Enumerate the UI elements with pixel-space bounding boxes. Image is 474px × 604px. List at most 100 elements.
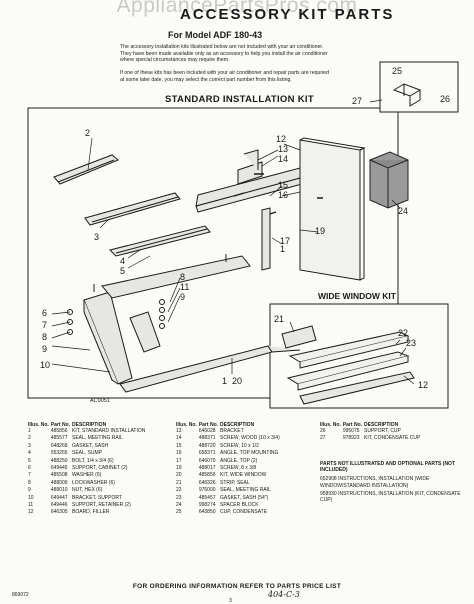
part-number: 485856 bbox=[50, 428, 68, 434]
part-number: 978923 bbox=[342, 435, 360, 442]
part-number: 646070 bbox=[198, 457, 216, 464]
model-subtitle: For Model ADF 180-43 bbox=[168, 30, 263, 40]
callout-4: 4 bbox=[120, 256, 126, 266]
illus-number: 1 bbox=[28, 428, 31, 434]
callout-1b: 1 bbox=[222, 376, 228, 386]
part-description: SUPPORT, RETAINER (2) bbox=[72, 502, 131, 509]
callout-2: 2 bbox=[85, 128, 91, 138]
part-description: SPACER BLOCK bbox=[220, 502, 259, 509]
table-row: 1 485856 KIT, STANDARD INSTALLATION bbox=[28, 428, 148, 435]
part-description: SEAL, MEETING RAIL bbox=[72, 435, 123, 442]
table-row: 14 488371 SCREW, WOOD (10 x 3/4) bbox=[176, 435, 283, 442]
illus-number: 25 bbox=[176, 509, 182, 516]
illus-number: 16 bbox=[176, 450, 182, 457]
callout-9: 9 bbox=[180, 292, 186, 302]
part-number: 485577 bbox=[50, 435, 68, 442]
part-description: KIT, CONDENSATE CUP bbox=[364, 435, 421, 442]
part-description: INSTRUCTIONS, INSTALLATION (WIDE WINDOW/… bbox=[320, 476, 430, 489]
part-number: 646028 bbox=[198, 428, 216, 434]
part-description: STRIP, SEAL bbox=[220, 479, 250, 486]
callout-20: 20 bbox=[232, 376, 243, 386]
wide-meeting-rail bbox=[288, 331, 410, 369]
callout-17: 17 bbox=[280, 236, 291, 246]
optional-parts-heading: PARTS NOT ILLUSTRATED AND OPTIONAL PARTS… bbox=[320, 461, 455, 474]
illus-number: 27 bbox=[320, 435, 326, 442]
col-header-part: Part No. bbox=[342, 422, 363, 428]
vertical-angle bbox=[261, 207, 271, 271]
illus-number: 14 bbox=[176, 435, 182, 442]
part-number: 649445 bbox=[50, 465, 68, 472]
part-number: 488720 bbox=[198, 442, 216, 449]
seal-strip bbox=[281, 325, 317, 349]
part-number: 485457 bbox=[198, 494, 216, 501]
callout-10: 10 bbox=[40, 360, 51, 370]
part-description: SEAL, SUMP bbox=[72, 450, 103, 457]
parts-diagram bbox=[27, 61, 459, 409]
part-description: SCREW, WOOD (10 x 3/4) bbox=[220, 435, 280, 442]
part-number: 488371 bbox=[198, 435, 216, 442]
col-header-illus: Illus. No. bbox=[28, 422, 49, 428]
illus-number: 22 bbox=[176, 487, 182, 494]
optional-parts-notes: PARTS NOT ILLUSTRATED AND OPTIONAL PARTS… bbox=[320, 461, 470, 503]
illus-number: 12 bbox=[28, 509, 34, 516]
callout-12b: 12 bbox=[418, 380, 429, 390]
callout-11: 11 bbox=[180, 282, 190, 292]
part-number: 646305 bbox=[50, 509, 68, 516]
callout-13: 13 bbox=[278, 144, 289, 154]
document-number: 869072 bbox=[12, 592, 29, 598]
table-row: 27 978923 KIT, CONDENSATE CUP bbox=[320, 435, 423, 442]
callout-9b: 9 bbox=[42, 344, 48, 354]
part-number: 995075 bbox=[342, 428, 360, 434]
part-description: GASKET, SASH bbox=[72, 442, 109, 449]
drawing-code: AC9051 bbox=[90, 398, 110, 404]
condensate-cup-illustration bbox=[379, 61, 459, 113]
part-description: SUPPORT, CABINET (2) bbox=[72, 465, 128, 472]
illus-number: 4 bbox=[28, 450, 31, 457]
intro-paragraph: The accessory installation kits illustra… bbox=[120, 44, 328, 64]
part-number: 488009 bbox=[50, 479, 68, 486]
part-description: SCREW, 8 x 3/8 bbox=[220, 465, 257, 472]
part-description: CUP, CONDENSATE bbox=[220, 509, 268, 516]
part-number: 553265 bbox=[50, 450, 68, 457]
part-description: KIT, STANDARD INSTALLATION bbox=[72, 428, 146, 434]
part-number: 643850 bbox=[198, 509, 216, 516]
illus-number: 10 bbox=[28, 494, 34, 501]
part-description: SUPPORT, CUP bbox=[364, 428, 401, 434]
part-description: BRACKET, SUPPORT bbox=[72, 494, 122, 501]
part-description: GASKET, SASH (54") bbox=[220, 494, 269, 501]
callout-24: 24 bbox=[398, 206, 409, 216]
col-header-desc: DESCRIPTION bbox=[72, 422, 107, 428]
meeting-rail-seal bbox=[53, 154, 119, 185]
wide-sash-gasket bbox=[286, 351, 410, 391]
standard-kit-heading: STANDARD INSTALLATION KIT bbox=[165, 94, 314, 105]
illus-number: 23 bbox=[176, 494, 182, 501]
wide-filler-board bbox=[299, 371, 415, 405]
part-description: BRACKET bbox=[220, 428, 244, 434]
part-number: 658371 bbox=[198, 450, 216, 457]
part-number: 649446 bbox=[50, 502, 68, 509]
part-description: SCREW, 10 x 1/2 bbox=[220, 442, 259, 449]
part-description: NUT, HEX (6) bbox=[72, 487, 103, 494]
illus-number: 13 bbox=[176, 428, 182, 434]
part-number: 485856 bbox=[198, 472, 216, 479]
ordering-footer: FOR ORDERING INFORMATION REFER TO PARTS … bbox=[132, 583, 342, 590]
handwritten-note: 404-C-3 bbox=[268, 590, 300, 599]
part-description: SEAL, MEETING RAIL bbox=[220, 487, 271, 494]
callout-22: 22 bbox=[398, 328, 409, 338]
spacer-block bbox=[369, 151, 409, 209]
callout-15: 15 bbox=[278, 180, 289, 190]
callout-27: 27 bbox=[352, 96, 363, 106]
list-item: 652908 INSTRUCTIONS, INSTALLATION (WIDE … bbox=[320, 476, 470, 488]
table-row: 4 553265 SEAL, SUMP bbox=[28, 450, 148, 457]
